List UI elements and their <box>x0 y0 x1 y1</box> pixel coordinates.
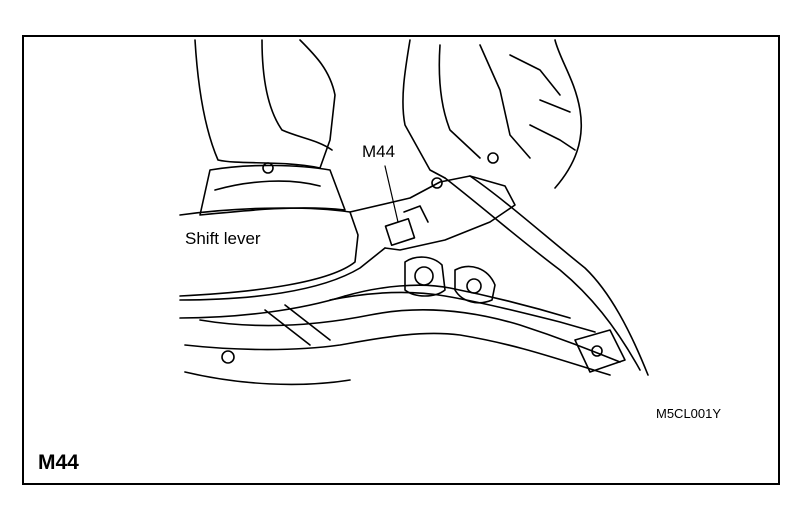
console-slot <box>214 180 321 191</box>
floor-edge <box>199 309 621 363</box>
fender-edge <box>554 39 583 189</box>
frame-rail <box>574 329 626 373</box>
fender-rib <box>509 54 561 96</box>
cable-up-2 <box>469 175 649 376</box>
m44-leader-line <box>384 165 399 223</box>
mount-right <box>454 265 496 304</box>
console-inner-curve <box>261 39 333 151</box>
console-screw <box>262 162 274 174</box>
figure-frame <box>22 35 780 485</box>
shift-lever-cover <box>179 207 359 297</box>
console-panel <box>199 164 346 216</box>
bolt-upper <box>487 152 499 164</box>
bolt-bracket <box>431 177 443 189</box>
mount-right-hole <box>466 278 482 294</box>
cable-up <box>444 177 641 371</box>
m44-callout-label: M44 <box>362 142 396 161</box>
figure-code: M5CL001Y <box>656 406 722 421</box>
mount-hole <box>414 266 434 286</box>
crossmember <box>264 304 331 346</box>
frame-bolt <box>591 345 603 357</box>
cable-secondary <box>344 284 571 319</box>
firewall-inner <box>438 44 481 159</box>
floor-lip <box>184 371 351 386</box>
firewall-panel-right <box>479 44 531 159</box>
fender-rib-2 <box>529 124 576 151</box>
shift-lever-label: Shift lever <box>185 229 261 248</box>
connector-bracket <box>349 175 516 251</box>
shift-lever-cover-lower <box>179 247 386 301</box>
cable-main <box>329 291 596 333</box>
floor-bolt <box>221 350 235 364</box>
m44-connector-lock <box>403 205 429 223</box>
floor-lower <box>184 332 611 376</box>
mount-body <box>404 256 446 297</box>
page-title: M44 <box>38 451 79 474</box>
m44-connector-body <box>384 217 416 247</box>
console-upper-outline <box>194 39 336 169</box>
firewall-outline <box>402 39 446 179</box>
fender-rib-3 <box>539 99 571 113</box>
